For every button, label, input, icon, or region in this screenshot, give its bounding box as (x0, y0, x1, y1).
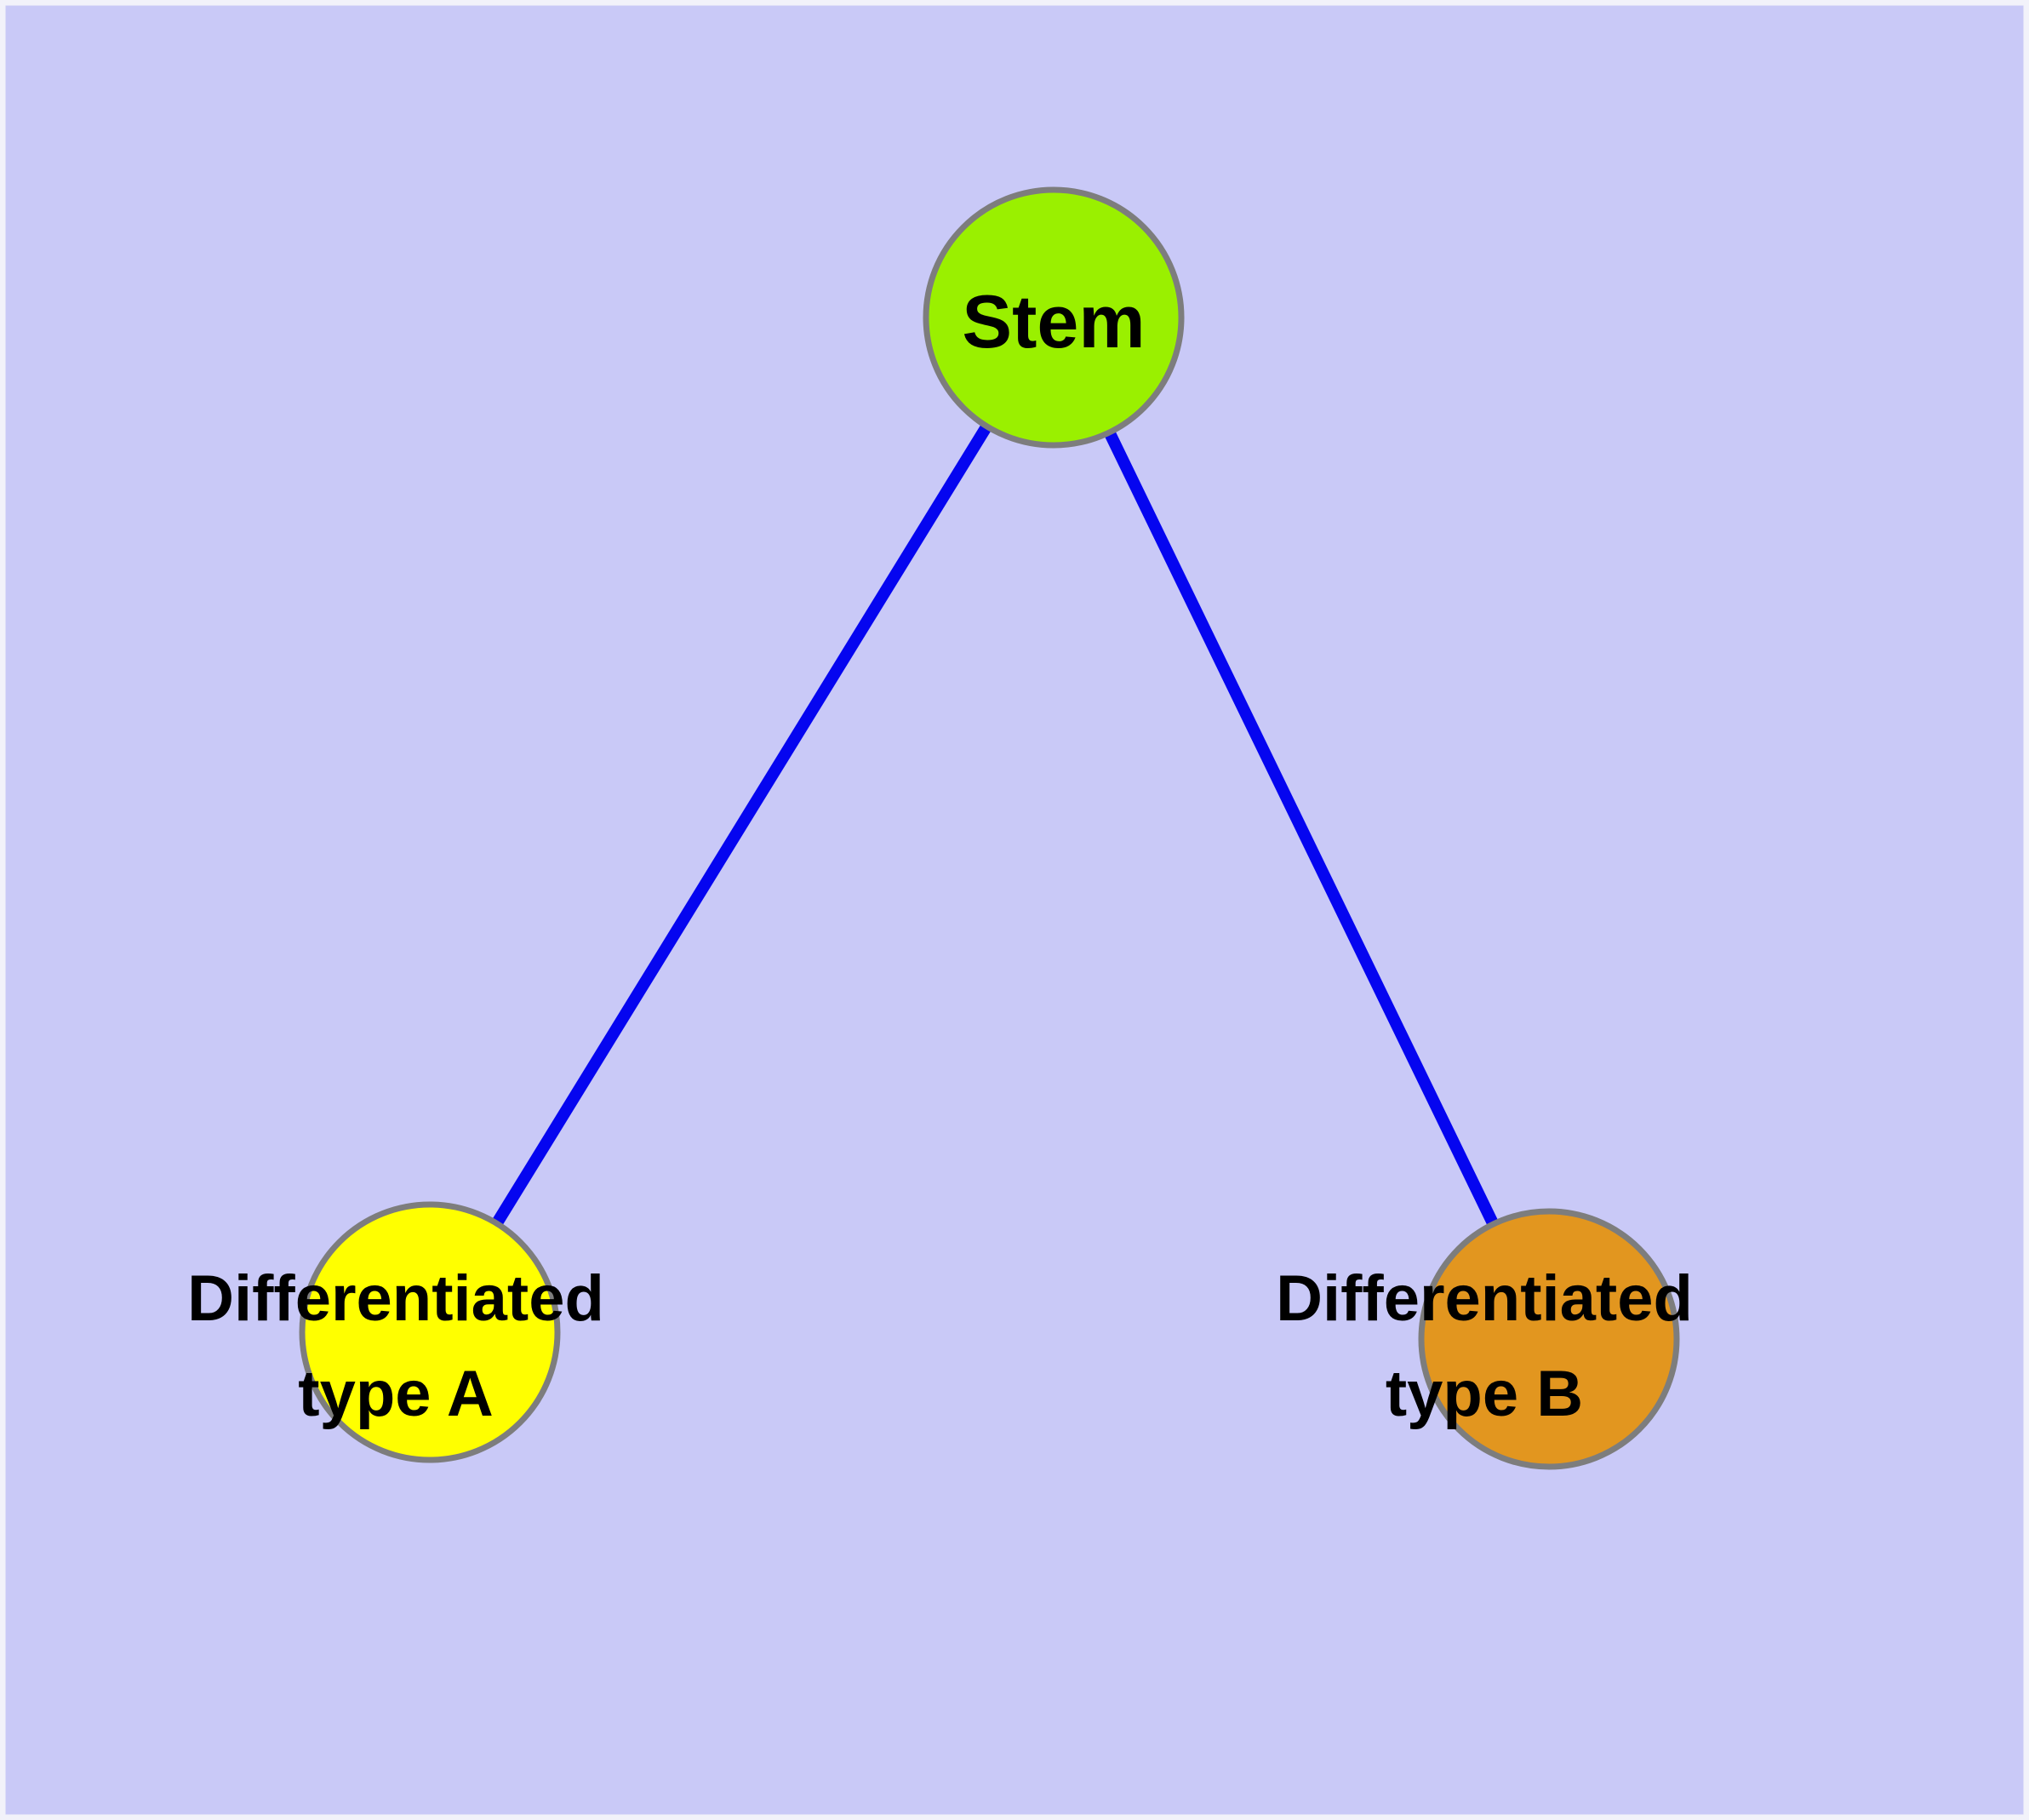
label-layer: Stem Differentiated type A Differentiate… (187, 279, 1693, 1430)
edge-layer (425, 314, 1555, 1342)
edge-stem-to-type-a[interactable] (425, 314, 1059, 1336)
node-stem[interactable] (923, 186, 1185, 449)
node-stem-label: Stem (962, 279, 1145, 363)
node-layer (299, 186, 1680, 1470)
edge-stem-to-type-b[interactable] (1048, 314, 1555, 1342)
node-type-a-label-line2: type A (298, 1358, 493, 1430)
node-type-a-label-line1: Differentiated (187, 1262, 604, 1335)
node-type-b-label-line2: type B (1386, 1358, 1583, 1430)
node-differentiated-type-b[interactable] (1418, 1208, 1680, 1470)
node-differentiated-type-a[interactable] (299, 1201, 561, 1463)
node-type-b-label-line1: Differentiated (1276, 1262, 1693, 1335)
